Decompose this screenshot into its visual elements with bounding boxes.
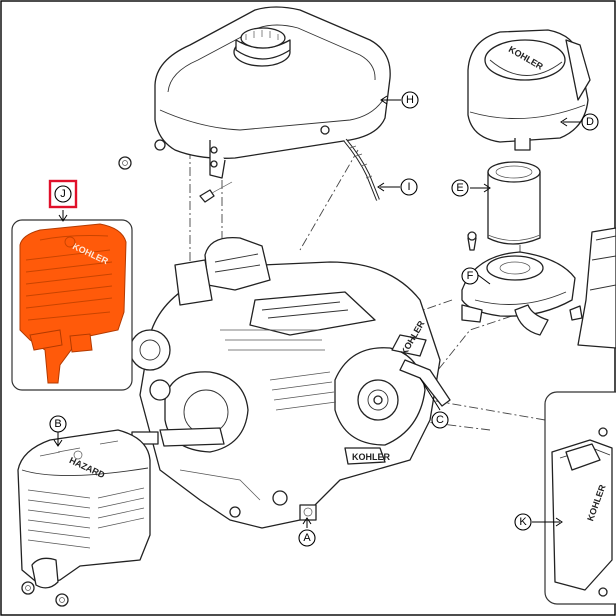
- fuel-tank: [118, 6, 391, 203]
- svg-text:J: J: [60, 188, 66, 200]
- engine-illustration: KOHLER KOHLER: [129, 236, 451, 529]
- control-module: [551, 439, 613, 591]
- callout-c: C: [431, 411, 449, 429]
- air-filter-element: [487, 161, 541, 245]
- callout-k: K: [514, 513, 532, 531]
- callout-j: J: [48, 179, 78, 209]
- svg-text:I: I: [407, 181, 410, 193]
- callout-e: E: [451, 179, 469, 197]
- blower-housing-partial: [569, 227, 616, 349]
- svg-text:A: A: [303, 532, 311, 544]
- air-cleaner-base: [461, 231, 576, 336]
- inset-k: KOHLER: [544, 391, 616, 605]
- callout-i: I: [400, 178, 418, 196]
- svg-text:C: C: [436, 414, 444, 426]
- leader-lines: [53, 95, 580, 528]
- callout-h: H: [401, 91, 419, 109]
- callout-d: D: [581, 113, 599, 131]
- fuel-line: [343, 138, 380, 201]
- svg-text:F: F: [467, 270, 474, 282]
- svg-text:H: H: [406, 94, 414, 106]
- svg-text:D: D: [586, 116, 594, 128]
- engine-brand-label: KOHLER: [352, 452, 391, 462]
- muffler-with-cover: HAZARD: [17, 429, 151, 607]
- callout-a: A: [298, 529, 316, 547]
- svg-text:B: B: [54, 418, 61, 430]
- inset-j: KOHLER: [11, 219, 133, 391]
- svg-text:K: K: [519, 516, 527, 528]
- callout-b: B: [49, 415, 67, 433]
- svg-text:E: E: [456, 182, 463, 194]
- air-cleaner-cover: KOHLER: [467, 29, 591, 151]
- callout-f: F: [461, 267, 479, 285]
